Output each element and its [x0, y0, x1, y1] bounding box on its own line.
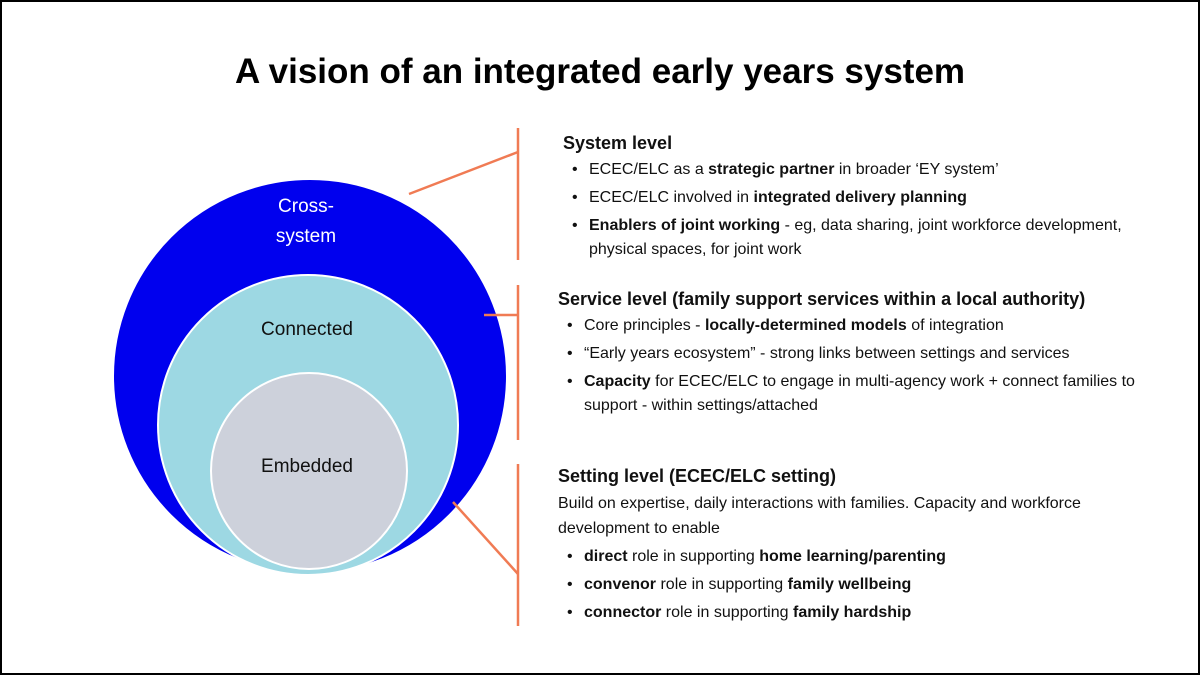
bullet-text: role in supporting — [661, 604, 793, 621]
bullet-text: in broader ‘EY system’ — [834, 161, 999, 178]
connector-line-setting — [452, 501, 519, 575]
bullet-text-bold: integrated delivery planning — [753, 189, 967, 206]
bullet-text-bold: family hardship — [792, 604, 912, 621]
embedded-circle — [210, 372, 408, 570]
bullet-item: ECEC/ELC involved in integrated delivery… — [563, 186, 1163, 210]
bullet-text: ECEC/ELC involved in — [589, 189, 754, 206]
section-intro: Build on expertise, daily interactions w… — [558, 495, 1081, 537]
connector-line-system — [408, 150, 519, 196]
connected-label: Connected — [261, 319, 353, 340]
section-setting-level: Setting level (ECEC/ELC setting) Build o… — [558, 463, 1158, 629]
section-service-level: Service level (family support services w… — [558, 286, 1178, 422]
bullet-text-bold: direct — [584, 548, 628, 565]
bullet-text: role in supporting — [656, 576, 788, 593]
bullet-text-bold: locally-determined models — [704, 317, 907, 334]
section-heading: Setting level (ECEC/ELC setting) — [558, 466, 837, 486]
bullet-item: ECEC/ELC as a strategic partner in broad… — [563, 158, 1163, 182]
bullet-item: Core principles - locally-determined mod… — [558, 314, 1178, 338]
bullet-item: “Early years ecosystem” - strong links b… — [558, 342, 1178, 366]
bullet-item: Capacity for ECEC/ELC to engage in multi… — [558, 370, 1178, 418]
page-title: A vision of an integrated early years sy… — [234, 52, 966, 91]
bullet-text-bold: convenor — [584, 576, 657, 593]
bullet-text-bold: home learning/parenting — [759, 548, 946, 565]
bullet-list: direct role in supporting home learning/… — [558, 545, 1158, 625]
section-heading: Service level (family support services w… — [558, 289, 1086, 309]
bullet-text-bold: Capacity — [584, 373, 651, 390]
bullet-text: - eg, data sharing, joint workforce deve… — [589, 217, 1122, 258]
embedded-label: Embedded — [261, 456, 353, 477]
section-system-level: System level ECEC/ELC as a strategic par… — [563, 130, 1163, 266]
bullet-text-bold: Enablers of joint working — [589, 217, 781, 234]
bullet-text: “Early years ecosystem” - strong links b… — [584, 345, 1070, 362]
cross-system-label: Cross- system — [275, 196, 337, 247]
section-heading: System level — [563, 133, 673, 153]
bullet-item: Enablers of joint working - eg, data sha… — [563, 214, 1163, 262]
bullet-item: connector role in supporting family hard… — [558, 601, 1158, 625]
bullet-item: direct role in supporting home learning/… — [558, 545, 1158, 569]
bullet-item: convenor role in supporting family wellb… — [558, 573, 1158, 597]
bullet-list: ECEC/ELC as a strategic partner in broad… — [563, 158, 1163, 262]
bullet-text: of integration — [906, 317, 1004, 334]
bullet-text-bold: family wellbeing — [787, 576, 912, 593]
bullet-text: Core principles - — [584, 317, 705, 334]
bullet-text: role in supporting — [627, 548, 760, 565]
bullet-text: ECEC/ELC as a — [589, 161, 709, 178]
bullet-list: Core principles - locally-determined mod… — [558, 314, 1178, 418]
bullet-text: for ECEC/ELC to engage in multi-agency w… — [584, 373, 1135, 414]
bullet-text-bold: strategic partner — [708, 161, 835, 178]
bullet-text-bold: connector — [584, 604, 662, 621]
